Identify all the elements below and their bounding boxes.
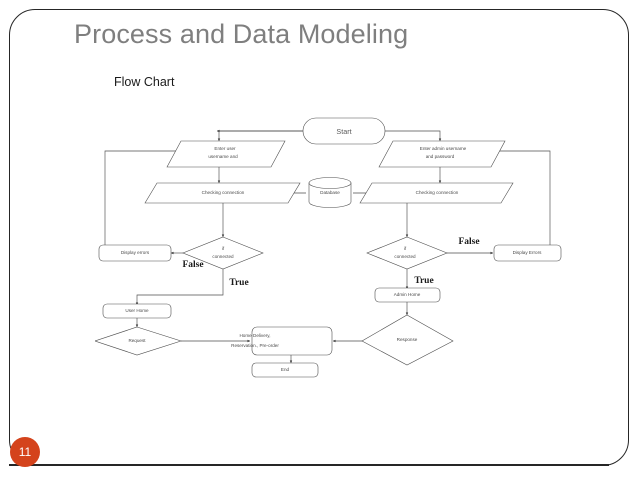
- node-enter-user-label-line2: username and: [208, 154, 238, 159]
- edge-label-true-left: True: [229, 278, 248, 288]
- node-admin-home: Admin Home: [374, 287, 441, 303]
- node-database-label: Database: [320, 190, 340, 195]
- slide-number-badge: 11: [10, 437, 40, 467]
- node-end-label: End: [281, 367, 290, 372]
- edge-display-errors-right-loop: [490, 149, 551, 245]
- node-display-errors-right: Display Errors: [493, 244, 562, 262]
- node-end: End: [251, 362, 319, 378]
- node-check-left-label: Checking connection: [202, 190, 245, 195]
- node-if-left-label-line2: connected: [212, 254, 234, 259]
- node-display-errors-left-label: Display errors: [121, 250, 150, 255]
- node-check-left: Checking connection: [144, 182, 301, 204]
- node-user-home: User Home: [102, 303, 172, 319]
- node-enter-user-label-line1: Enter user: [214, 146, 236, 151]
- page-title: Process and Data Modeling: [74, 19, 409, 49]
- node-services-label-line1: Home Delivery,: [239, 333, 270, 338]
- slide-footer-divider: [9, 464, 609, 466]
- node-enter-admin: Enter admin username and password: [378, 140, 506, 168]
- node-if-connected-right: if connected: [366, 236, 448, 270]
- node-check-right: Checking connection: [359, 182, 514, 204]
- node-start-label: Start: [336, 127, 351, 136]
- node-response: Response: [361, 314, 454, 366]
- node-enter-admin-label-line1: Enter admin username: [420, 146, 467, 151]
- edge-label-false-left: False: [182, 260, 203, 270]
- node-services-label-line2: Reservation., Pre-order: [231, 343, 279, 348]
- node-request: Request: [95, 326, 182, 356]
- node-start: Start: [302, 117, 386, 145]
- edge-start-to-enter-admin: [385, 130, 442, 142]
- node-database: Database: [308, 177, 352, 208]
- node-display-errors-right-label: Display Errors: [513, 250, 543, 255]
- node-if-connected-left: if connected: [182, 236, 264, 270]
- edge-layer: [104, 129, 551, 364]
- node-display-errors-left: Display errors: [98, 244, 172, 262]
- edge-label-false-right: False: [458, 237, 479, 247]
- slide-subtitle: Flow Chart: [114, 75, 175, 89]
- node-enter-admin-label-line2: and password: [426, 154, 455, 159]
- flow-chart: Start Enter user username and Enter admi…: [95, 105, 565, 390]
- node-if-right-label-line2: connected: [394, 254, 416, 259]
- node-if-right-label-line1: if: [404, 246, 407, 251]
- node-request-label: Request: [128, 338, 146, 343]
- node-check-right-label: Checking connection: [416, 190, 459, 195]
- edge-if-left-true-to-user-home: [135, 269, 224, 306]
- edge-display-errors-left-loop: [104, 149, 182, 245]
- edge-start-to-enter-user: [217, 130, 303, 142]
- node-admin-home-label: Admin Home: [394, 292, 421, 297]
- node-enter-user: Enter user username and: [166, 140, 286, 168]
- node-services: Home Delivery, Reservation., Pre-order: [231, 326, 333, 356]
- node-response-label: Response: [397, 337, 418, 342]
- node-if-left-label-line1: if: [222, 246, 225, 251]
- edge-label-true-right: True: [414, 276, 433, 286]
- node-user-home-label: User Home: [125, 308, 149, 313]
